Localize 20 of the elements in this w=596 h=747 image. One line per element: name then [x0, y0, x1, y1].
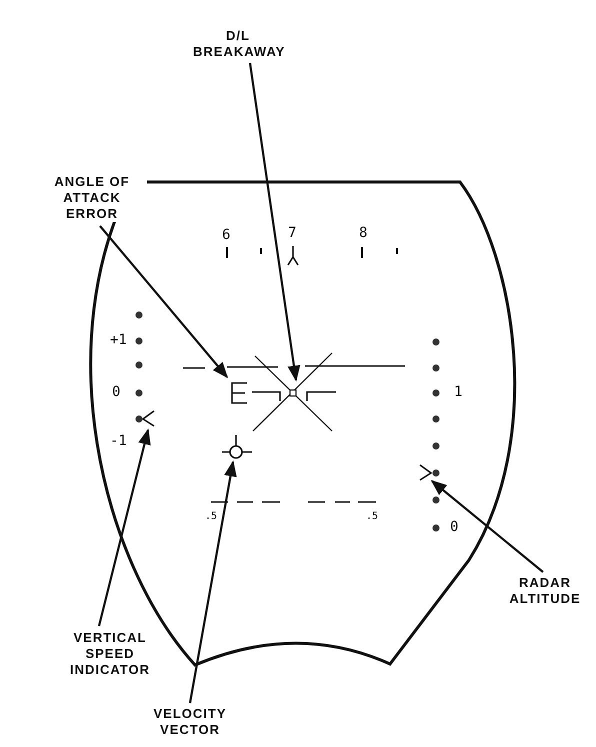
pointer-chevron [420, 464, 432, 481]
leader-line [99, 225, 228, 378]
scale-number: 0 [450, 520, 458, 534]
scale-number: 8 [359, 226, 368, 240]
velocity-vector-symbol [221, 434, 253, 459]
scale-number: 1 [454, 385, 462, 399]
scale-number: 7 [288, 226, 296, 240]
pointer-chevron [142, 410, 154, 427]
scale-number: .5 [205, 510, 218, 524]
angle-of-attack-bracket-symbol [231, 382, 281, 404]
leader-line [248, 62, 300, 382]
leader-line [188, 460, 237, 704]
scale-number: .5 [366, 510, 378, 524]
scale-number: 6 [222, 228, 230, 242]
leader-line [430, 480, 544, 573]
scale-number: -1 [110, 434, 127, 448]
scale-number: 0 [112, 385, 120, 399]
scale-number: +1 [110, 333, 127, 347]
leader-line [98, 428, 151, 626]
breakaway-cross-symbol [252, 352, 333, 432]
